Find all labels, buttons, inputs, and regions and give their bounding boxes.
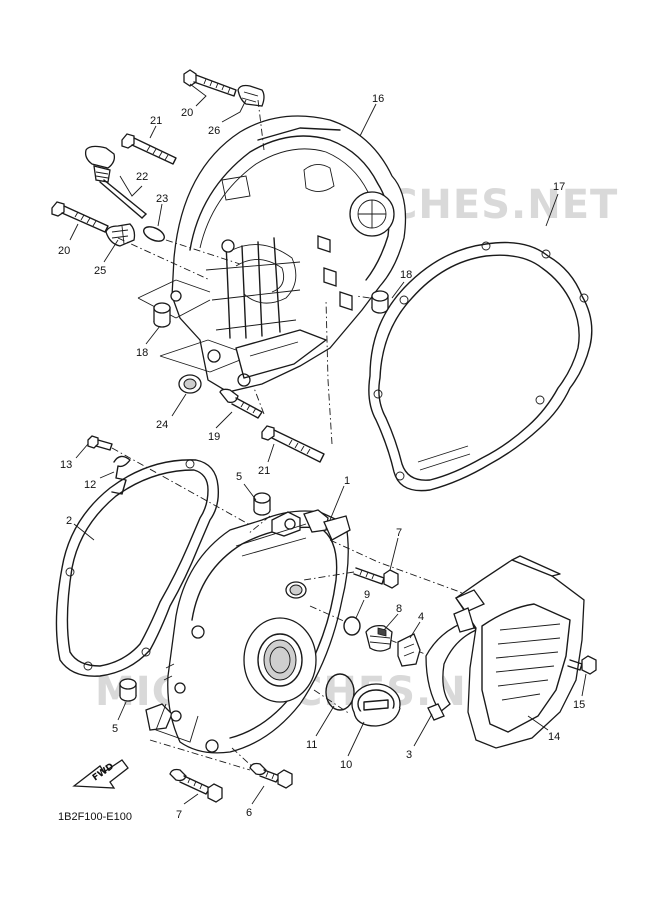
dowel-5-upper <box>253 492 271 516</box>
callout-23: 23 <box>156 193 168 205</box>
callout-9: 9 <box>364 589 370 601</box>
cover-14 <box>453 555 585 749</box>
callout-13: 13 <box>60 459 72 471</box>
callout-16: 16 <box>372 93 384 105</box>
callout-8: 8 <box>396 603 402 615</box>
screw-15 <box>567 655 597 675</box>
crankcase-cover-16 <box>137 115 407 393</box>
callout-5-lower: 5 <box>112 723 118 735</box>
callout-3: 3 <box>406 749 412 761</box>
leader-26 <box>257 99 265 151</box>
callout-26: 26 <box>208 125 220 137</box>
callout-20-left: 20 <box>58 245 70 257</box>
clamp-25 <box>105 223 136 247</box>
diagram-code: 1B2F100-E100 <box>58 811 132 823</box>
callout-1: 1 <box>344 475 350 487</box>
clamp-26 <box>237 84 265 107</box>
bolt-21-upper <box>121 133 177 165</box>
callout-17: 17 <box>553 181 565 193</box>
dipstick-22 <box>84 145 147 219</box>
callout-12: 12 <box>84 479 96 491</box>
callout-22: 22 <box>136 171 148 183</box>
leader-25 <box>117 237 211 281</box>
guide-3 <box>425 619 477 721</box>
callout-2: 2 <box>66 515 72 527</box>
leader-7 <box>303 571 355 581</box>
plug-8 <box>365 624 393 652</box>
callout-14: 14 <box>548 731 560 743</box>
callout-11: 11 <box>306 739 317 751</box>
bolt-19 <box>219 388 263 419</box>
callout-24: 24 <box>156 419 168 431</box>
crankcase-cover-1 <box>145 509 351 754</box>
leader-5 <box>247 515 271 535</box>
cap-10 <box>351 683 401 727</box>
bolt-7-lower <box>169 768 223 803</box>
callout-4: 4 <box>418 611 424 623</box>
bracket-4 <box>397 633 421 667</box>
dowel-18-right <box>371 290 389 314</box>
bolt-6 <box>249 762 293 789</box>
leader-13 <box>111 447 253 527</box>
callout-15: 15 <box>573 699 585 711</box>
gasket-2 <box>55 459 220 677</box>
callout-21-lower: 21 <box>258 465 270 477</box>
bolt-7-right <box>353 567 399 589</box>
callout-7-lower: 7 <box>176 809 182 821</box>
bolt-20-left <box>51 201 109 233</box>
callout-6: 6 <box>246 807 252 819</box>
callout-leaders <box>69 83 587 805</box>
o-ring-11 <box>325 673 355 711</box>
callout-7-right: 7 <box>396 527 402 539</box>
o-ring-9 <box>343 616 361 636</box>
callout-19: 19 <box>208 431 220 443</box>
callout-18-left: 18 <box>136 347 148 359</box>
clip-12 <box>111 455 131 495</box>
o-ring-23 <box>143 226 165 242</box>
leader-21-lower <box>325 299 333 445</box>
bolt-21-lower <box>261 425 325 463</box>
dowel-18-left <box>153 302 171 328</box>
callout-18-right: 18 <box>400 269 412 281</box>
callout-21-upper: 21 <box>150 115 162 127</box>
dowel-5-lower <box>119 678 137 702</box>
fwd-arrow-icon <box>72 759 129 789</box>
leader-23 <box>165 239 241 265</box>
callout-25: 25 <box>94 265 106 277</box>
callout-20-top: 20 <box>181 107 193 119</box>
leader-9 <box>309 605 347 623</box>
screw-13 <box>87 435 113 451</box>
leader-6 <box>231 747 257 771</box>
leader-7b <box>149 739 251 771</box>
callout-10: 10 <box>340 759 352 771</box>
oil-seal-24 <box>178 374 202 394</box>
gasket-17 <box>368 241 593 492</box>
callout-5-upper: 5 <box>236 471 242 483</box>
leader-19 <box>253 387 265 415</box>
bolt-20-top <box>183 69 237 97</box>
